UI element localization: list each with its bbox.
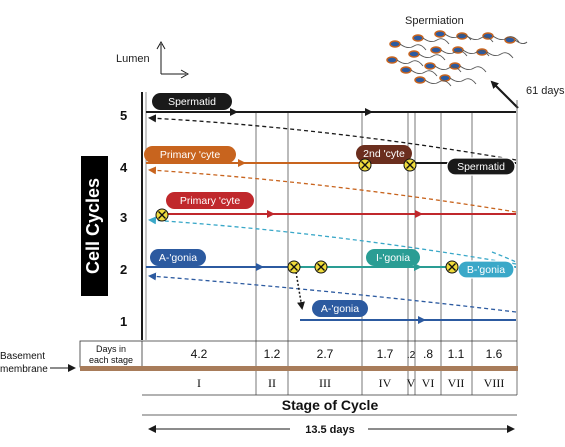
stage-i-label: I xyxy=(197,376,201,390)
sperm-cluster-illustration xyxy=(386,30,528,87)
spermiation-label: Spermiation xyxy=(405,15,464,27)
stage-vi-label: VI xyxy=(422,376,435,390)
sixty-one-days-arrow xyxy=(490,80,519,109)
i-gonia-label: I-'gonia xyxy=(376,252,410,264)
a-gonia-row1-label: A-'gonia xyxy=(321,303,359,315)
cycle-number-1: 1 xyxy=(120,314,127,329)
stage-iv-label: IV xyxy=(379,376,392,390)
stage-iii-label: III xyxy=(319,376,331,390)
a-gonia-row2-pill xyxy=(150,249,206,266)
b-gonia-label: B-'gonia xyxy=(467,264,505,276)
days-in-stage-label-line2: each stage xyxy=(89,355,133,365)
stage-dividers xyxy=(255,100,518,395)
row5-return-dashed xyxy=(148,114,517,161)
lumen-label: Lumen xyxy=(116,53,150,65)
division-marker-icon xyxy=(445,260,459,274)
primary-cyte-row3-label: Primary 'cyte xyxy=(180,195,241,207)
sixty-one-days-label: 61 days xyxy=(526,85,565,97)
stage-vii-label: VII xyxy=(448,376,465,390)
cycle-number-4: 4 xyxy=(120,160,128,175)
division-marker-icon xyxy=(358,158,372,172)
stage-ii-label: II xyxy=(268,376,276,390)
days-stage-iv: 1.7 xyxy=(377,347,394,361)
row2-return-dashed xyxy=(148,272,517,313)
days-in-stage-label-box xyxy=(79,340,143,368)
days-stage-v: .2 xyxy=(407,350,416,361)
spermatid-top-label: Spermatid xyxy=(168,96,216,108)
a-gonia-row2-label: A-'gonia xyxy=(159,252,197,264)
second-cyte-pill xyxy=(356,145,412,162)
division-marker-icon xyxy=(155,208,169,222)
duration-label: 13.5 days xyxy=(305,424,355,436)
days-stage-i: 4.2 xyxy=(191,347,208,361)
cell-cycles-label: Cell Cycles xyxy=(83,178,103,274)
days-stage-ii: 1.2 xyxy=(264,347,281,361)
division-marker-icon xyxy=(287,260,301,274)
spermatid-top-pill xyxy=(152,93,232,110)
division-marker-icon xyxy=(403,158,417,172)
cycle-number-2: 2 xyxy=(120,262,127,277)
primary-cyte-row4-label: Primary 'cyte xyxy=(160,149,221,161)
cycle-number-5: 5 xyxy=(120,108,127,123)
a-gonia-branch-dotted xyxy=(295,271,305,310)
days-stage-vi: .8 xyxy=(423,347,433,361)
stage-viii-label: VIII xyxy=(484,376,505,390)
spermatid-row4-pill xyxy=(446,157,516,176)
row3-cyan-link xyxy=(491,251,517,263)
lumen-axis-arrows xyxy=(156,40,190,79)
row3-return-dashed xyxy=(148,216,517,265)
days-in-stage-label-line1: Days in xyxy=(96,344,126,354)
second-cyte-label: 2nd 'cyte xyxy=(363,148,405,160)
days-stage-vii: 1.1 xyxy=(448,347,465,361)
days-stage-iii: 2.7 xyxy=(317,347,334,361)
primary-cyte-row4-pill xyxy=(144,146,236,163)
cell-cycles-label-box xyxy=(81,156,108,296)
days-stage-viii: 1.6 xyxy=(486,347,503,361)
a-gonia-row1-pill xyxy=(312,300,368,317)
row4-return-dashed xyxy=(148,166,517,213)
stage-of-cycle-title: Stage of Cycle xyxy=(282,397,379,413)
basement-membrane-label-line1: Basement xyxy=(0,351,45,362)
basement-membrane-label-line2: membrane xyxy=(0,364,48,375)
division-marker-icon xyxy=(314,260,328,274)
spermatid-row4-label: Spermatid xyxy=(457,161,505,173)
stage-v-label: V xyxy=(407,376,416,390)
i-gonia-pill xyxy=(366,249,420,266)
basement-membrane-bar xyxy=(80,366,518,371)
primary-cyte-row3-pill xyxy=(166,192,254,209)
cycle-number-3: 3 xyxy=(120,210,127,225)
